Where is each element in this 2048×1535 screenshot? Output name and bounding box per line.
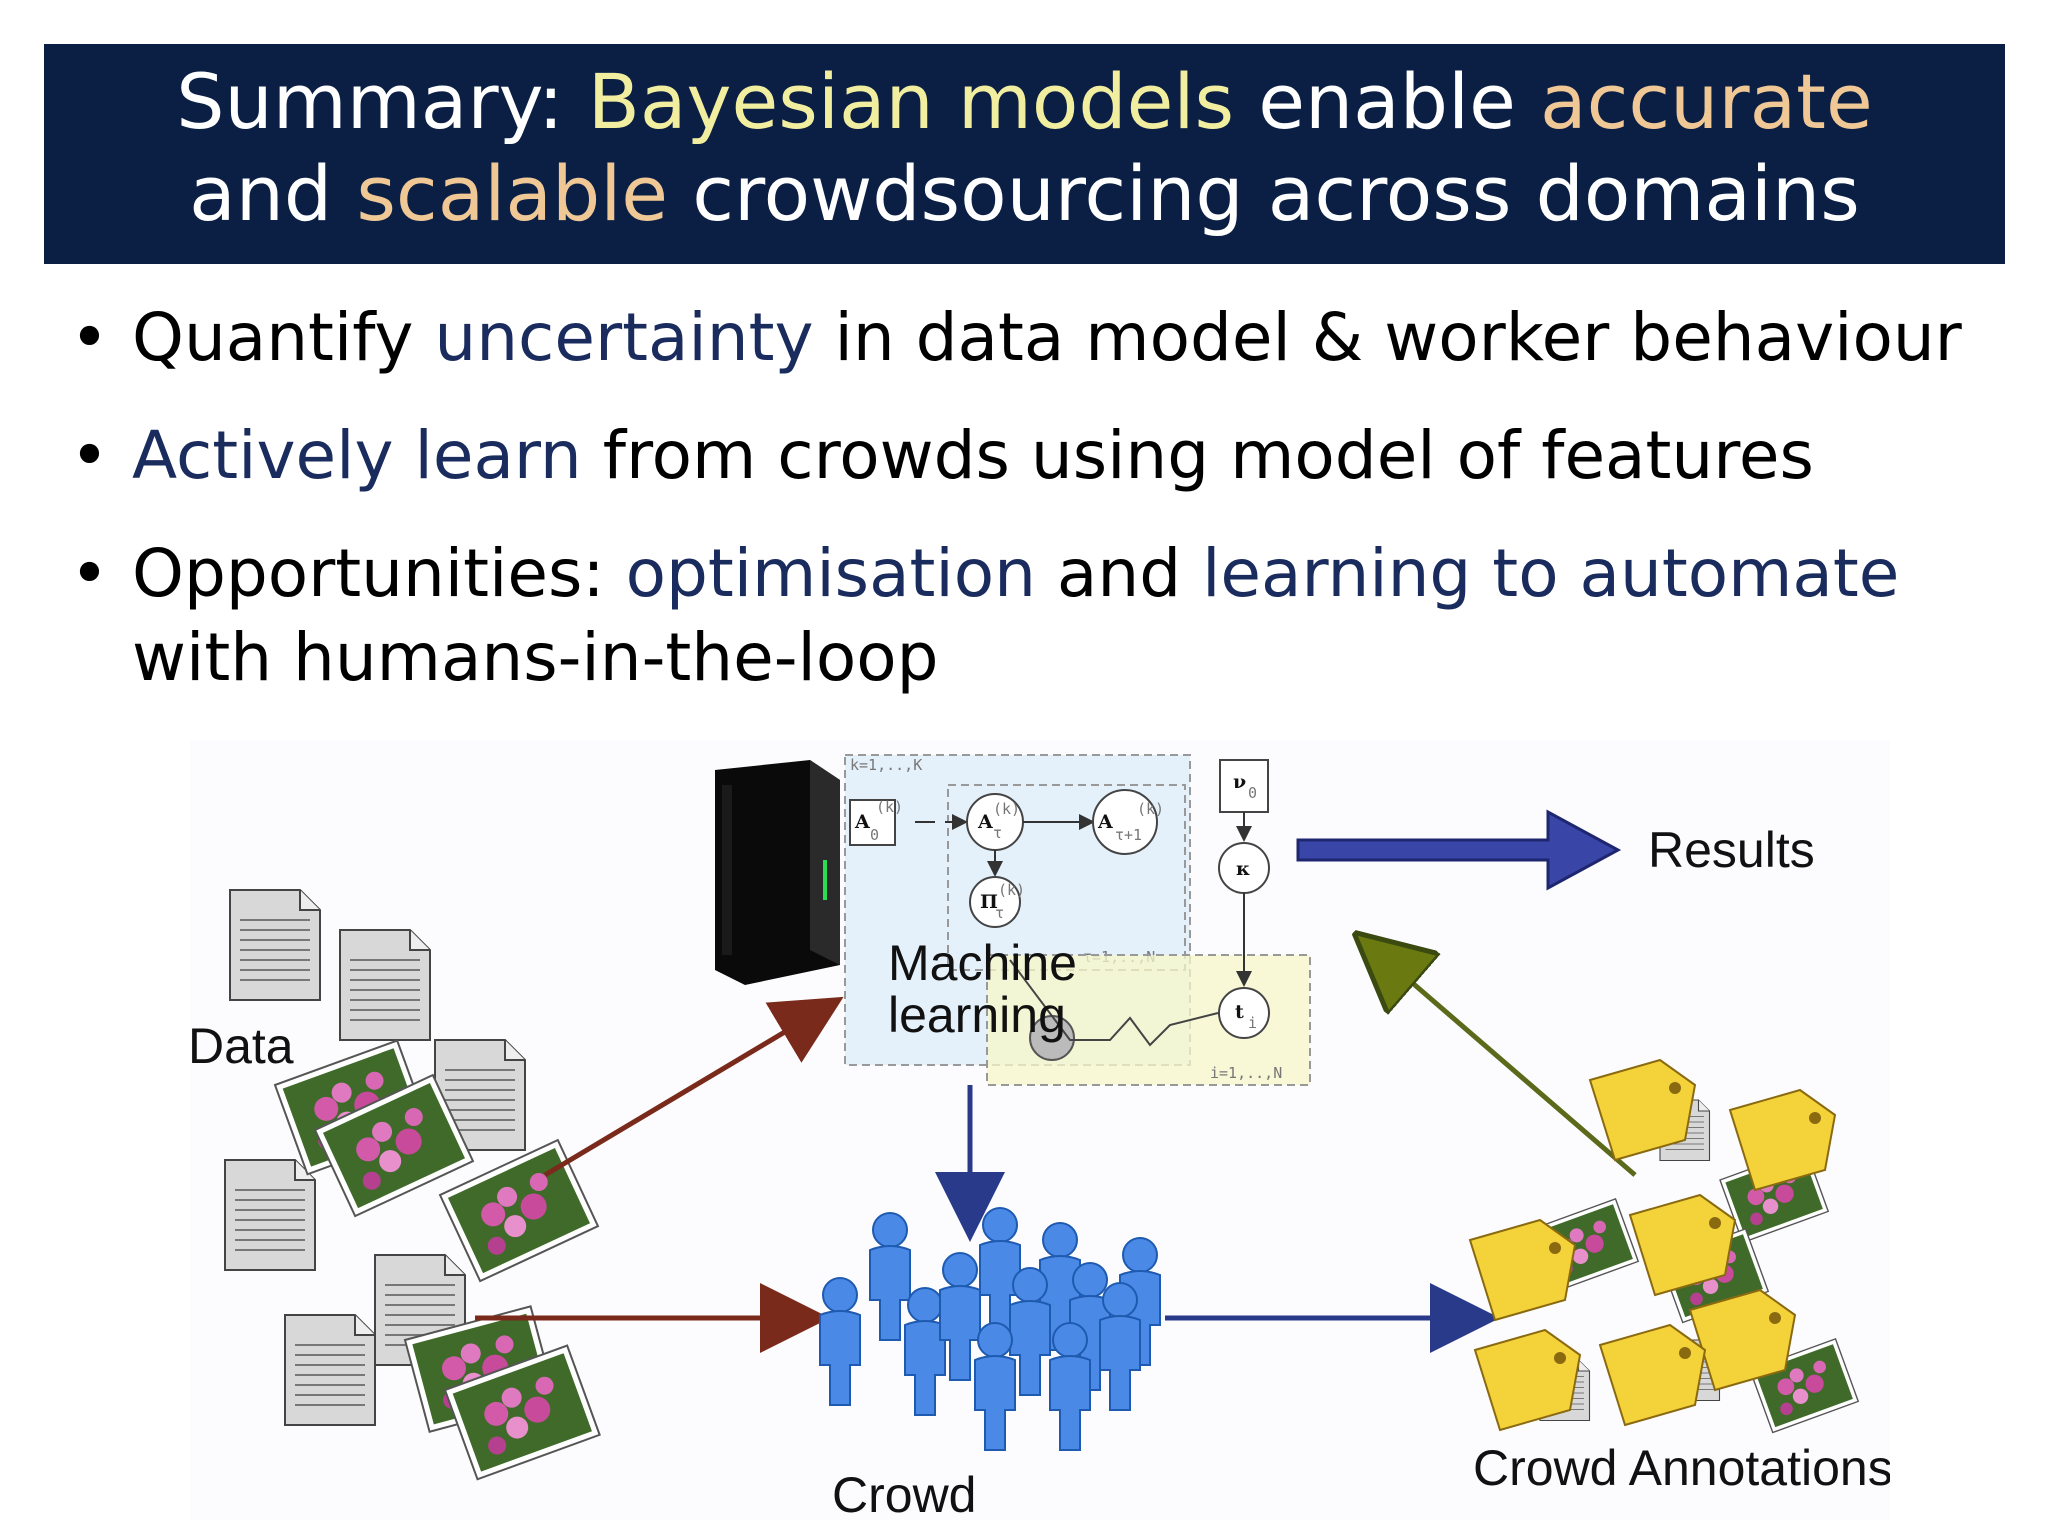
bullet-item: • Quantify uncertainty in data model & wo… [60, 296, 2020, 380]
bullet-text: Opportunities: [132, 535, 626, 612]
title-line-2: and scalable crowdsourcing across domain… [44, 148, 2005, 240]
svg-text:(k): (k) [993, 800, 1020, 818]
server-icon [715, 760, 840, 985]
graphical-model: k=1,..,K τ=1,..,N i=1,..,N A (k) 0 A (k)… [844, 754, 1311, 1086]
title-segment: Bayesian models [587, 57, 1235, 146]
title-segment: and [189, 149, 357, 238]
ml-label-2: learning [888, 987, 1066, 1043]
document-icon [284, 1314, 376, 1426]
svg-text:A: A [854, 811, 870, 833]
annotations-group [1469, 1059, 1859, 1434]
bullet-item: • Actively learn from crowds using model … [60, 414, 2020, 498]
data-label: Data [190, 1018, 294, 1074]
bullet-text: with humans-in-the-loop [132, 619, 939, 696]
bullet-dot: • [70, 535, 109, 612]
title-segment: Summary: [176, 57, 588, 146]
annotations-label: Crowd Annotations [1473, 1440, 1890, 1496]
bullet-highlight: Actively learn [132, 417, 582, 494]
plate-i-label: i=1,..,N [1210, 1064, 1282, 1082]
node-at1 [1092, 789, 1158, 855]
svg-text:τ: τ [995, 904, 1004, 922]
crowd-label: Crowd [832, 1467, 976, 1520]
annotations-to-model-arrow [1365, 942, 1637, 1177]
svg-text:0: 0 [870, 826, 879, 844]
document-icon [229, 889, 321, 1001]
bullet-text: Quantify [132, 299, 435, 376]
svg-text:Π: Π [980, 891, 998, 913]
svg-text:t: t [1235, 1001, 1244, 1023]
svg-text:A: A [1097, 811, 1113, 833]
bullet-dot: • [70, 417, 109, 494]
bullet-text: from crowds using model of features [581, 417, 1814, 494]
ml-label-1: Machine [888, 935, 1077, 991]
bullet-highlight: learning to automate [1202, 535, 1900, 612]
svg-text:A: A [977, 811, 993, 833]
node-t [1218, 987, 1270, 1039]
svg-text:0: 0 [1248, 784, 1257, 802]
bullet-text: in data model & worker behaviour [813, 299, 1962, 376]
bullet-highlight: uncertainty [434, 299, 814, 376]
crowd-icon [819, 1207, 1161, 1451]
data-to-ml-arrow [543, 996, 844, 1178]
annotation-tag-icon [1469, 1219, 1576, 1321]
svg-text:(k): (k) [876, 798, 903, 816]
bullet-item: • Opportunities: optimisation and learnin… [60, 532, 2020, 700]
annotation-tag-icon [1599, 1324, 1706, 1426]
svg-text:ν: ν [1233, 771, 1246, 793]
svg-text:(k): (k) [1137, 800, 1164, 818]
document-icon [224, 1159, 316, 1271]
bullet-highlight: optimisation [625, 535, 1036, 612]
slide-title: Summary: Bayesian models enable accurate… [44, 44, 2005, 264]
title-segment: enable [1234, 57, 1541, 146]
svg-text:τ: τ [993, 824, 1002, 842]
title-segment: crowdsourcing across domains [668, 149, 1860, 238]
svg-text:τ+1: τ+1 [1115, 826, 1142, 844]
bullet-text: and [1035, 535, 1203, 612]
crowdsourcing-diagram: Data k=1,..,K τ=1,..,N i=1,..,N A (k) 0 … [190, 740, 1890, 1520]
results-arrow [1296, 809, 1622, 891]
title-segment: accurate [1540, 57, 1873, 146]
svg-text:i: i [1248, 1014, 1257, 1032]
diagram-svg: Data k=1,..,K τ=1,..,N i=1,..,N A (k) 0 … [190, 754, 1890, 1520]
node-a0 [849, 799, 896, 846]
bullet-dot: • [70, 299, 109, 376]
node-pi [969, 876, 1021, 928]
svg-text:(k): (k) [998, 881, 1025, 899]
plate-outer-label: k=1,..,K [850, 756, 922, 774]
document-icon [339, 929, 431, 1041]
bullet-list: • Quantify uncertainty in data model & wo… [60, 296, 2020, 734]
svg-text:κ: κ [1236, 858, 1250, 880]
title-segment: scalable [356, 149, 669, 238]
results-label: Results [1648, 822, 1815, 878]
node-nu [1219, 759, 1269, 813]
title-line-1: Summary: Bayesian models enable accurate [44, 56, 2005, 148]
